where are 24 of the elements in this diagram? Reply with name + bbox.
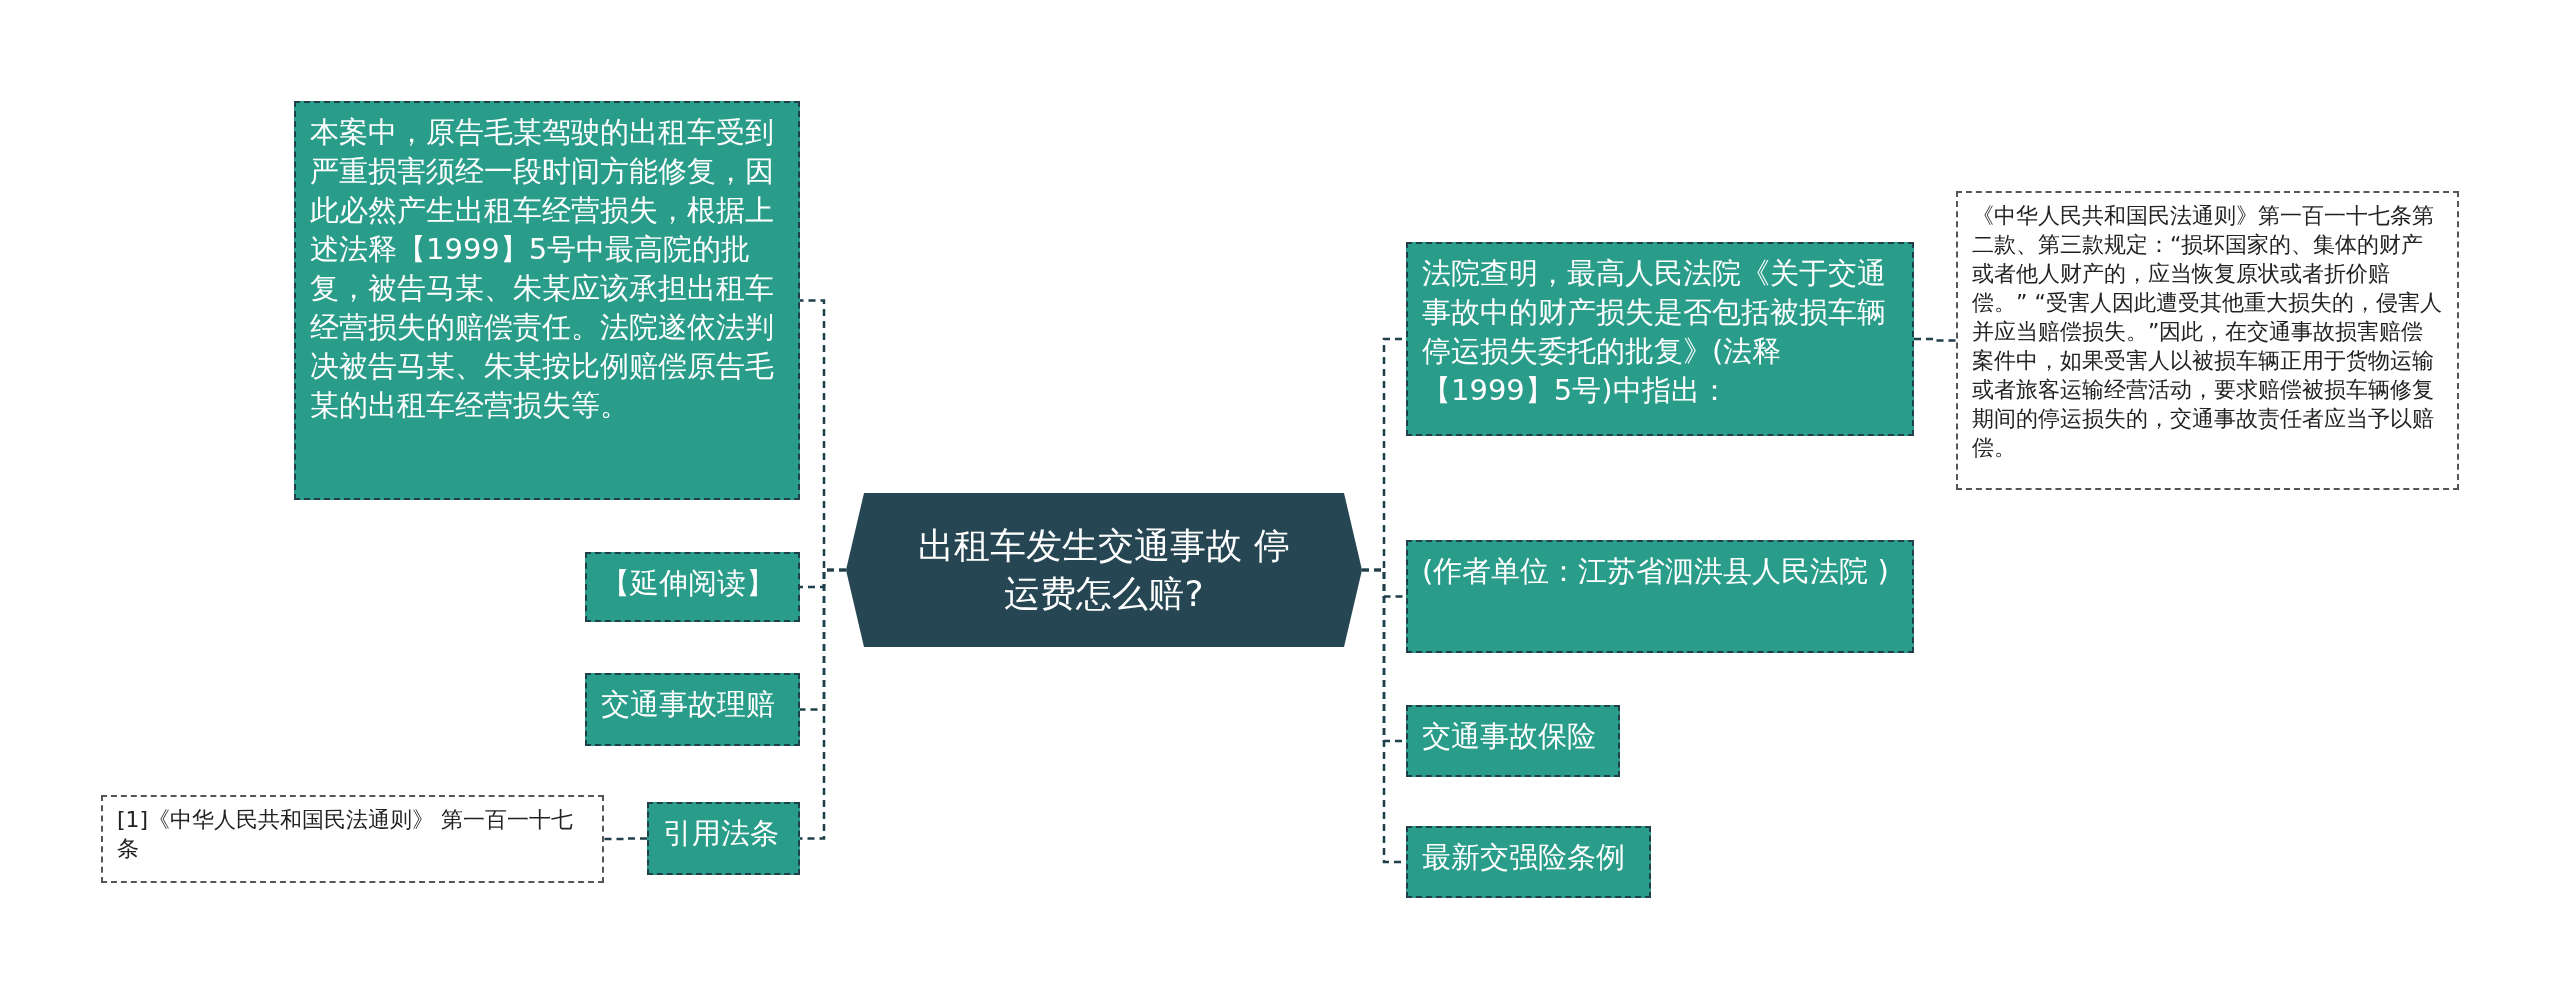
node-text: 最新交强险条例 [1422,840,1625,874]
topic-box [585,673,800,746]
node-text: [1]《中华人民共和国民法通则》 第一百一十七条 [117,807,574,861]
topic-box [1406,540,1914,653]
topic-box [1406,826,1651,898]
topic-box [585,552,800,622]
topic-box [1406,242,1914,436]
connector-line [1914,337,1956,342]
note-box [1956,191,2459,490]
connector-line [604,837,647,841]
title-text: 出租车发生交通事故 停运费怎么赔? [917,524,1291,616]
node-text: 交通事故保险 [1422,719,1596,753]
note-box [101,795,604,883]
connector-line [800,568,846,840]
topic-box [294,101,800,500]
node-text: 引用法条 [663,816,779,850]
topic-box [647,802,800,875]
topic-box [1406,705,1620,777]
node-text: 法院查明，最高人民法院《关于交通事故中的财产损失是否包括被损车辆停运损失委托的批复》(法释【1999】5号)中指出： [1422,256,1886,407]
node-text: 本案中，原告毛某驾驶的出租车受到严重损害须经一段时间方能修复，因此必然产生出租车经营损失，根据上述法释【1999】5号中最高院的批复，被告马某、朱某应该承担出租车经营损失的赔偿责任。法院遂依法判决被告马某、朱某按比例赔偿原告毛某的出租车经营损失等。 [310,115,774,422]
node-text: 【延伸阅读】 [601,566,775,600]
node-text: 《中华人民共和国民法通则》第一百一十七条第二款、第三款规定：“损坏国家的、集体的财产或者他人财产的，应当恢复原状或者折价赔偿。” “受害人因此遭受其他重大损失的，侵害人并应当赔偿损失。”因此，在交通事故损害赔偿案件中，如果受害人以被损车辆正用于货物运输或者旅客运输经营活动，要求赔偿被损车辆修复期间的停运损失的，交通事故责任者应当予以赔偿。 [1972,203,2442,460]
node-text: 交通事故理赔 [601,687,775,721]
node-text: (作者单位：江苏省泗洪县人民法院 ) [1422,554,1889,588]
